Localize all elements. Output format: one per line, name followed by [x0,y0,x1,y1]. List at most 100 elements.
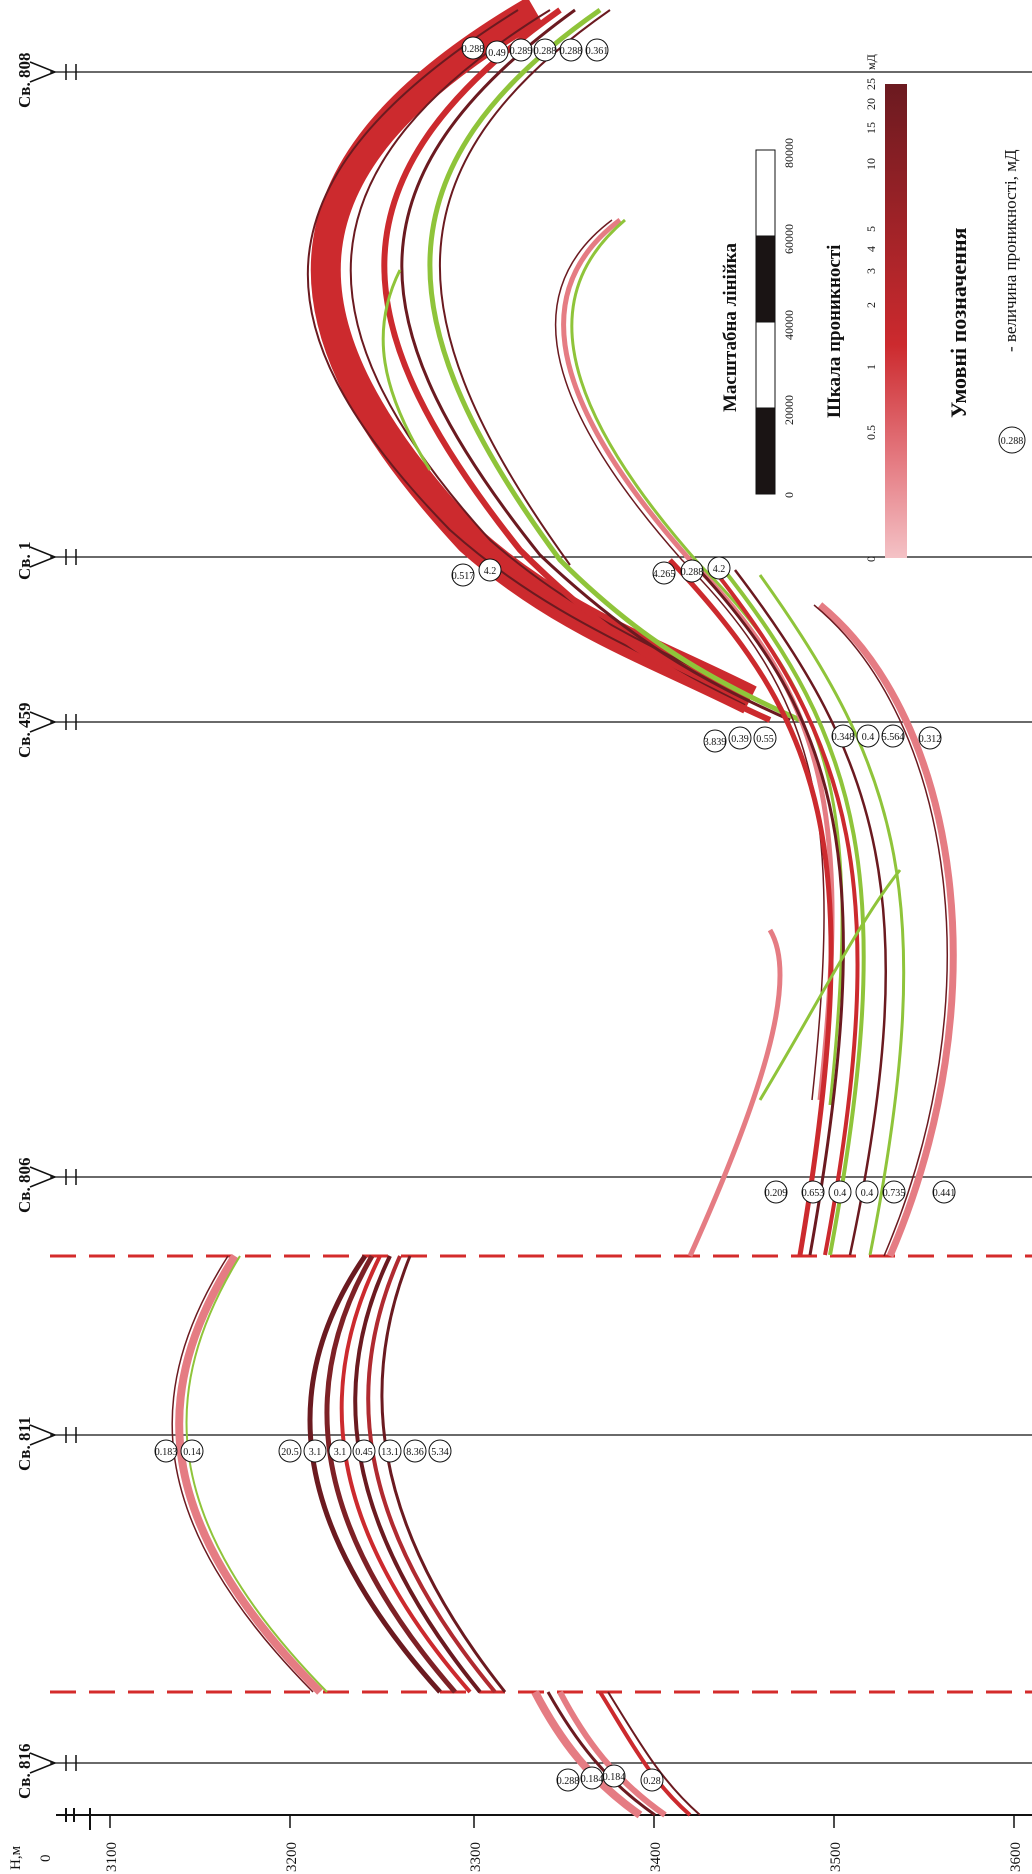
layer-bottom-pink-outline [813,604,948,1257]
legend-sample-marker: 0.288 [998,426,1026,454]
layer-main-red-outline-a [306,9,746,706]
svg-text:0.288: 0.288 [560,46,583,57]
svg-text:0.348: 0.348 [832,732,855,743]
svg-text:0.4: 0.4 [861,1188,874,1199]
svg-text:0.4: 0.4 [862,732,875,743]
value-marker: 3.839 [703,729,727,753]
svg-text:3.1: 3.1 [334,1447,347,1458]
svg-text:0.14: 0.14 [183,1447,201,1458]
svg-text:0.288: 0.288 [1001,436,1024,447]
svg-text:0.289: 0.289 [510,46,533,57]
layer-lower-3b [708,563,860,1256]
layer-left-pink [687,928,783,1258]
value-marker: 3.1 [303,1439,327,1463]
value-marker: 4.2 [478,558,502,582]
well-head-symbols [29,61,77,1774]
svg-text:2: 2 [864,302,878,308]
svg-text:0.184: 0.184 [603,1772,626,1783]
fault-lines [50,1254,1032,1694]
scale-tick-40000: 40000 [782,310,796,340]
permeability-color-bar [885,84,907,558]
well-label-806: Св. 806 [15,1158,34,1213]
value-marker: 13.1 [378,1439,402,1463]
depth-tick-3300: 3300 [468,1842,484,1872]
layer-lower-green [570,218,844,1106]
svg-text:4: 4 [864,246,878,252]
layer-lower-2 [668,558,834,1256]
svg-text:0.209: 0.209 [765,1188,788,1199]
lb-dark-1 [546,1691,656,1817]
layer-upper-3 [400,8,791,722]
legend: Масштабна лінійка 0 20000 40000 60000 80… [720,54,1026,562]
svg-text:5.34: 5.34 [431,1447,449,1458]
mb-pink-upper-outline [171,1255,314,1693]
depth-tick-3600: 3600 [1008,1842,1024,1872]
lb-pink-2 [557,1690,667,1818]
svg-text:5.564: 5.564 [882,732,905,743]
svg-text:4.2: 4.2 [713,564,726,575]
layer-lower-4 [734,569,888,1256]
value-marker: 0.209 [764,1180,788,1204]
well-label-459: Св. 459 [15,703,34,758]
svg-text:4.265: 4.265 [653,569,676,580]
svg-text:0.39: 0.39 [731,734,749,745]
layer-upper-green-2 [439,9,611,566]
depth-axis-label: Н,м [8,1845,24,1870]
value-marker: 0.183 [154,1439,178,1463]
layer-upper-2 [381,7,772,723]
svg-text:0: 0 [864,556,878,562]
value-marker: 0.441 [932,1180,956,1204]
svg-text:0.4: 0.4 [834,1188,847,1199]
depth-zero-label: 0 [38,1855,54,1863]
scale-tick-20000: 20000 [782,395,796,425]
value-marker: 5.564 [881,724,905,748]
svg-text:0.5: 0.5 [864,425,878,440]
well-label-811: Св. 811 [15,1416,34,1471]
scale-tick-0: 0 [782,492,796,498]
svg-text:25: 25 [864,78,878,90]
svg-text:0.288: 0.288 [557,1776,580,1787]
svg-text:13.1: 13.1 [381,1447,399,1458]
svg-text:0.312: 0.312 [919,734,942,745]
svg-text:0.653: 0.653 [802,1188,825,1199]
svg-text:0.361: 0.361 [586,46,609,57]
perm-ticks: 0 0.5 1 2 3 4 5 10 15 20 25 мД [864,54,878,562]
layer-upper-green-1 [427,7,802,723]
well-label-1: Св. 1 [15,542,34,580]
values-well-816: 0.288 0.184 0.184 0.28 [556,1764,664,1792]
value-marker: 4.265 [652,561,676,585]
svg-text:3.1: 3.1 [309,1447,322,1458]
value-marker: 0.288 [559,38,583,62]
value-marker: 0.348 [831,724,855,748]
layer-lower-5 [758,574,906,1256]
lb-dark-2 [607,1691,701,1816]
svg-text:4.2: 4.2 [484,566,497,577]
layers-middle-block [171,1253,507,1695]
legend-description: - величина проникності, мД [1001,149,1020,352]
lb-red-1 [598,1690,692,1817]
value-marker: 0.288 [461,36,485,60]
values-well-806: 0.209 0.653 0.4 0.4 0.735 0.441 [764,1180,956,1204]
value-marker: 3.1 [328,1439,352,1463]
svg-text:5: 5 [864,226,878,232]
svg-text:0.288: 0.288 [534,46,557,57]
value-marker: 0.49 [485,40,509,64]
value-marker: 0.14 [180,1439,204,1463]
value-marker: 0.289 [509,38,533,62]
layers-upper [306,0,957,1258]
svg-text:3.839: 3.839 [704,737,727,748]
svg-text:10: 10 [864,158,878,170]
value-marker: 20.5 [278,1439,302,1463]
values-well-1: 0.517 4.2 4.265 0.288 4.2 [451,556,731,587]
value-marker: 0.184 [602,1764,626,1788]
svg-text:0.441: 0.441 [933,1188,956,1199]
value-marker: 0.288 [680,559,704,583]
svg-text:0.55: 0.55 [756,734,774,745]
svg-text:0.28: 0.28 [643,1776,661,1787]
mb-pink-upper [175,1253,323,1695]
scale-tick-80000: 80000 [782,138,796,168]
layer-mid-green [758,869,902,1101]
value-marker: 0.28 [640,1768,664,1792]
depth-axis: Н,м 0 3100 3200 3300 3400 3500 3600 [8,1808,1032,1872]
perm-scale-title: Шкала проникності [824,245,845,418]
